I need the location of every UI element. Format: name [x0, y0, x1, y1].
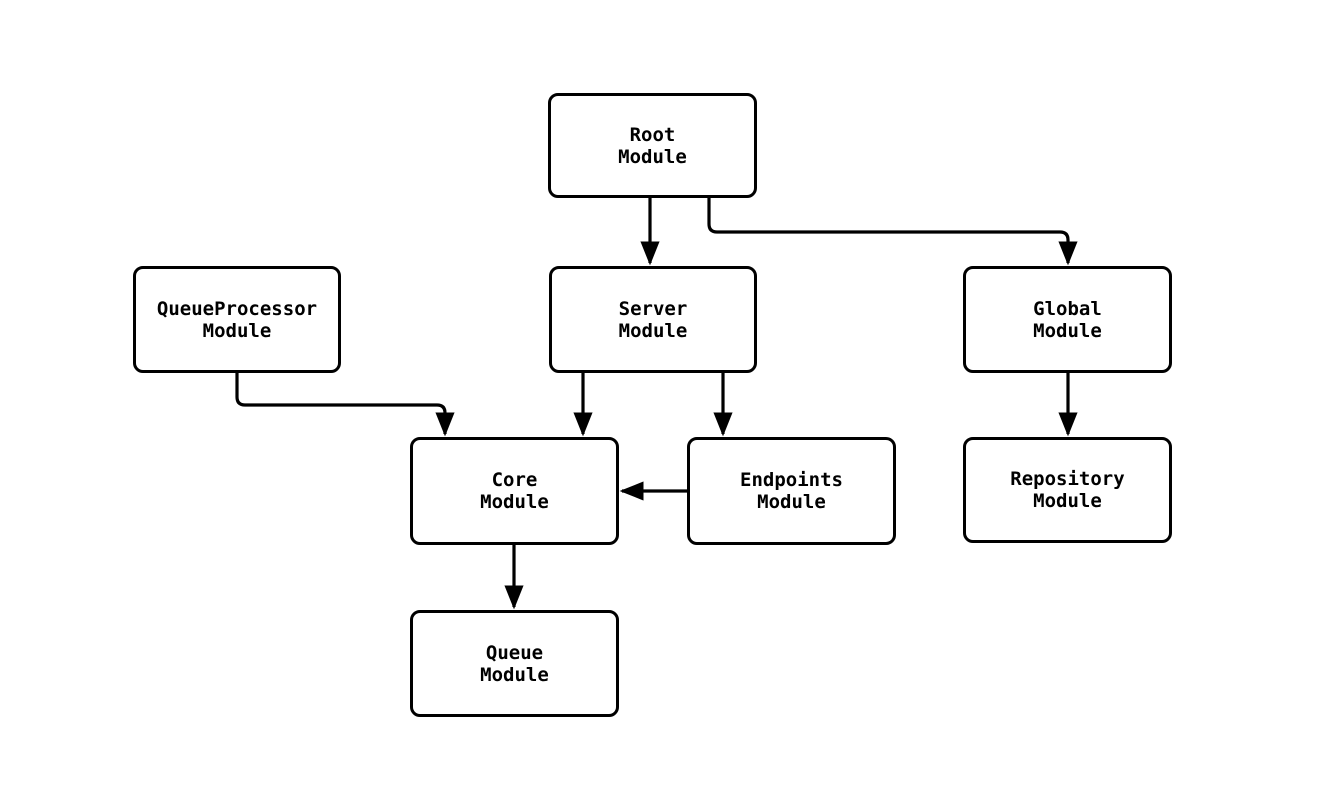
edge-root-to-global [707, 198, 1078, 266]
node-label: Repository Module [1010, 468, 1125, 512]
node-label: Core Module [480, 469, 549, 513]
node-core-module: Core Module [410, 437, 619, 545]
node-global-module: Global Module [963, 266, 1172, 373]
node-label: QueueProcessor Module [156, 297, 318, 342]
node-label: Queue Module [480, 641, 549, 686]
edge-queueprocessor-to-core [235, 373, 455, 437]
node-root-module: Root Module [548, 93, 757, 198]
node-queue-module: Queue Module [410, 610, 619, 717]
node-endpoints-module: Endpoints Module [687, 437, 896, 545]
node-server-module: Server Module [549, 266, 757, 373]
node-label: Root Module [618, 123, 687, 168]
node-repository-module: Repository Module [963, 437, 1172, 543]
node-label: Global Module [1033, 297, 1102, 342]
node-label: Server Module [618, 297, 688, 342]
node-queueprocessor-module: QueueProcessor Module [133, 266, 341, 373]
node-label: Endpoints Module [740, 469, 843, 513]
